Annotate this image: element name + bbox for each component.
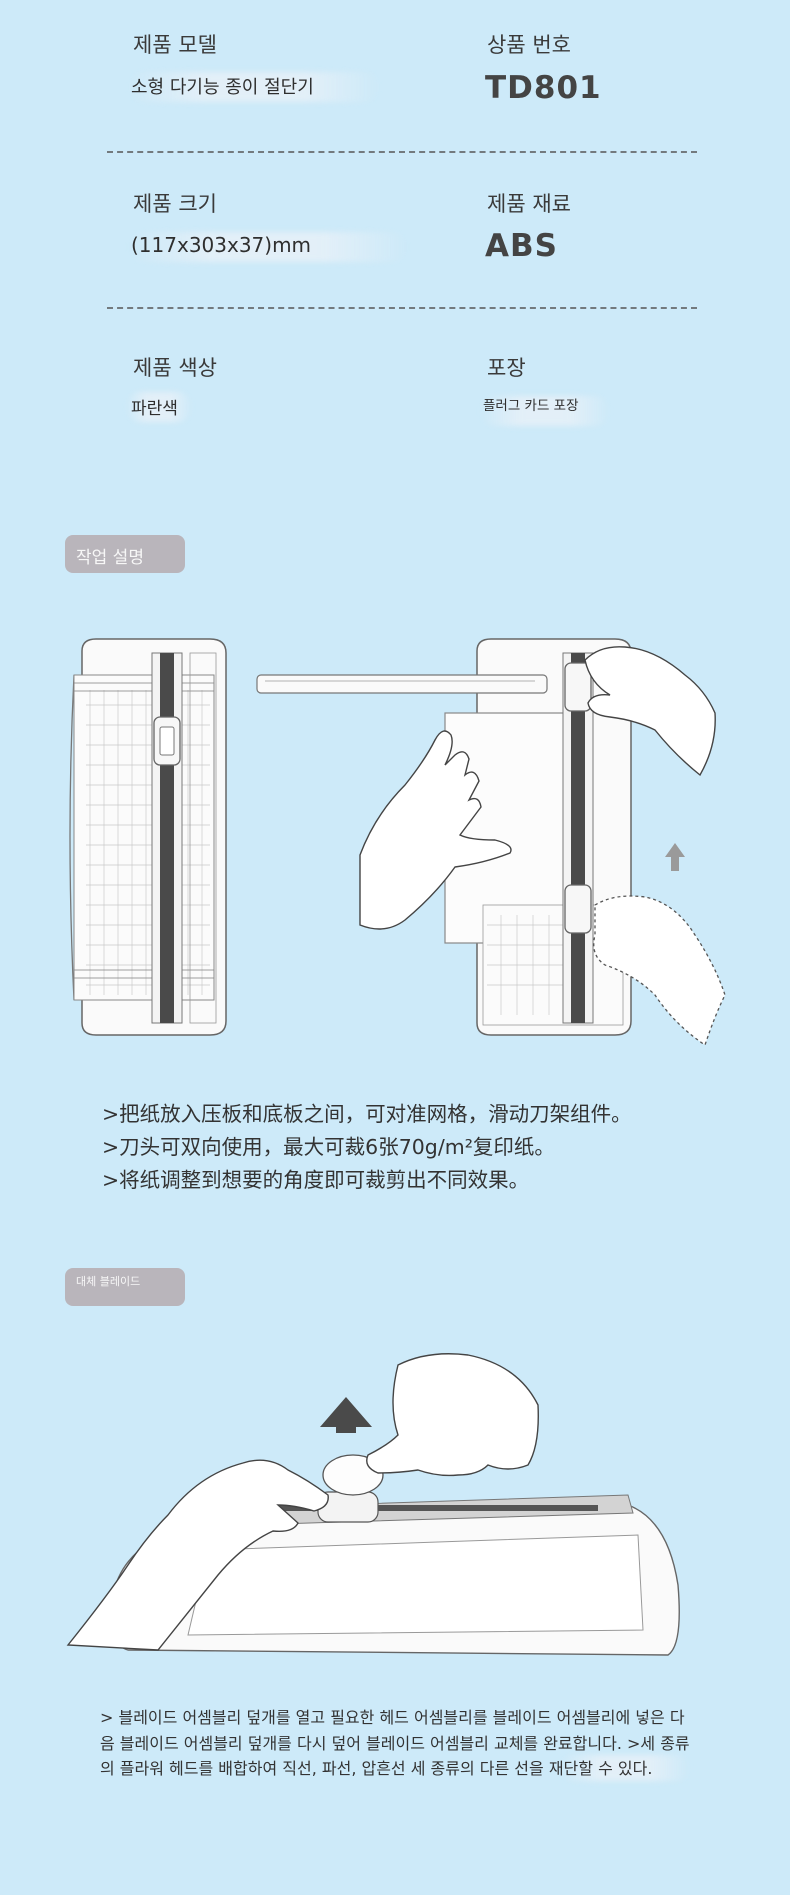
model-value: 소형 다기능 종이 절단기 xyxy=(131,77,314,98)
material-label: 제품 재료 xyxy=(487,192,571,216)
up-arrow-icon xyxy=(320,1397,372,1433)
replacement-tag: 대체 블레이드 xyxy=(65,1268,185,1306)
blade-replacement-illustration xyxy=(66,1353,680,1656)
color-value: 파란색 xyxy=(131,399,178,419)
operation-line-2: >刀头可双向使用，最大可裁6张70g/m²复印纸。 xyxy=(102,1135,555,1159)
value-highlight xyxy=(126,392,192,422)
color-label: 제품 색상 xyxy=(133,356,217,380)
number-label: 상품 번호 xyxy=(487,33,571,57)
packaging-value: 플러그 카드 포장 xyxy=(483,398,579,414)
operation-description: >把纸放入压板和底板之间，可对准网格，滑动刀架组件。 >刀头可双向使用，最大可裁… xyxy=(102,1098,632,1197)
number-value: TD801 xyxy=(485,70,602,106)
operation-line-3: >将纸调整到想要的角度即可裁剪出不同效果。 xyxy=(102,1168,530,1192)
divider xyxy=(107,307,697,309)
model-label: 제품 모델 xyxy=(133,33,217,57)
material-value: ABS xyxy=(485,228,558,264)
replacement-description: > 블레이드 어셈블리 덮개를 열고 필요한 헤드 어셈블리를 블레이드 어셈블… xyxy=(100,1708,690,1778)
operation-tag-label: 작업 설명 xyxy=(76,548,144,568)
text-highlight xyxy=(560,1755,690,1781)
divider xyxy=(107,151,697,153)
value-highlight xyxy=(128,72,380,102)
operation-tag: 작업 설명 xyxy=(65,535,185,573)
value-highlight xyxy=(480,396,610,426)
packaging-label: 포장 xyxy=(487,356,526,380)
replacement-tag-label: 대체 블레이드 xyxy=(76,1275,141,1288)
value-highlight xyxy=(128,232,408,262)
cutter-in-use-illustration xyxy=(256,638,726,1047)
size-value: (117x303x37)mm xyxy=(131,233,312,257)
up-arrow-icon xyxy=(665,843,685,871)
cutter-illustration xyxy=(69,638,227,1036)
size-label: 제품 크기 xyxy=(133,192,217,216)
operation-line-1: >把纸放入压板和底板之间，可对准网格，滑动刀架组件。 xyxy=(102,1102,632,1126)
